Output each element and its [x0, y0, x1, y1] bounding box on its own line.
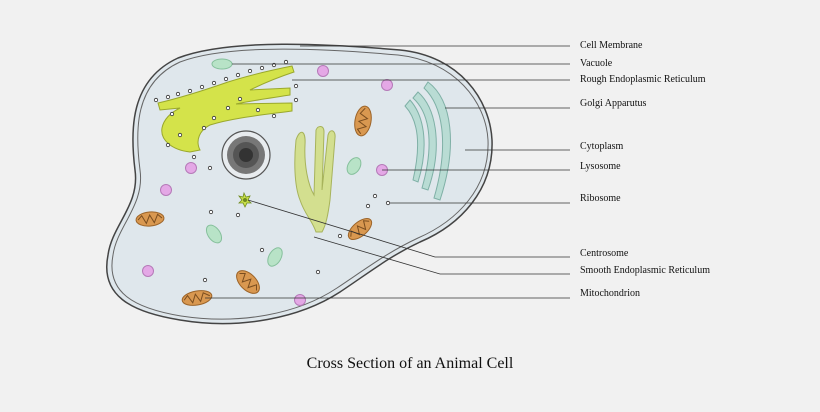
rough-er-ribosomes [153, 59, 299, 160]
label-cell-membrane: Cell Membrane [580, 40, 643, 51]
label-lysosome: Lysosome [580, 161, 621, 172]
nucleus [221, 130, 271, 180]
free-ribosomes [202, 165, 391, 283]
label-vacuole: Vacuole [580, 58, 613, 69]
golgi-apparatus [404, 81, 451, 201]
centrosome [238, 191, 252, 208]
leader-lines [205, 45, 570, 299]
vacuoles [205, 58, 362, 267]
cell-membrane-inner [111, 48, 489, 320]
label-mitochondrion: Mitochondrion [580, 288, 640, 299]
smooth-er [294, 126, 336, 233]
label-ribosome: Ribosome [580, 193, 621, 204]
label-golgi-apparatus: Golgi Apparutus [580, 98, 647, 109]
label-centrosome: Centrosome [580, 248, 629, 259]
mitochondria [135, 105, 373, 306]
diagram-caption: Cross Section of an Animal Cell [306, 355, 514, 372]
lysosomes [142, 65, 393, 306]
label-cytoplasm: Cytoplasm [580, 141, 624, 152]
label-smooth-er: Smooth Endoplasmic Reticulum [580, 265, 710, 276]
label-rough-er: Rough Endoplasmic Reticulum [580, 74, 706, 85]
rough-er [157, 65, 295, 153]
